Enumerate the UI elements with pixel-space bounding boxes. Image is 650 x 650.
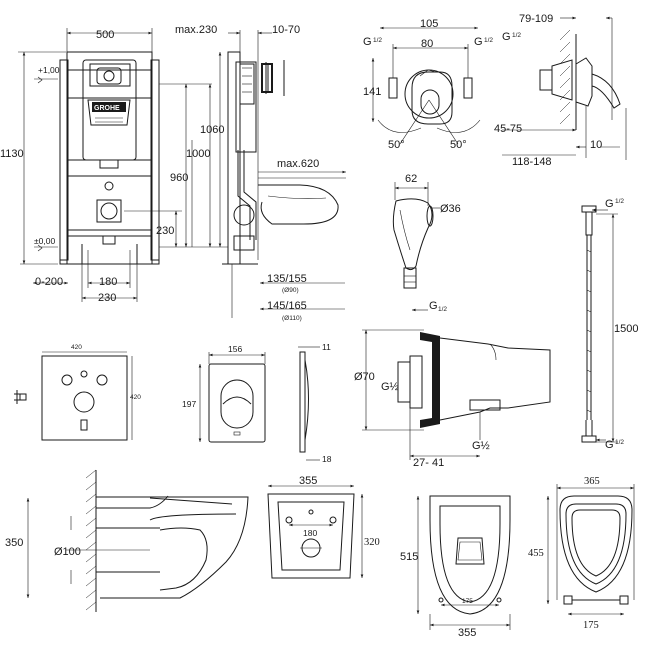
mat-height-420: 420 [130, 394, 141, 401]
bowl-plan-355: 355 [458, 627, 476, 639]
holder-range-27-41: 27- 41 [413, 457, 444, 469]
holder-d70: Ø70 [354, 371, 375, 383]
valve-g-right-frac: 1/2 [484, 37, 493, 44]
bowl-plan-175: 175 [462, 598, 473, 605]
level-plus-1: +1,00 [38, 65, 60, 75]
pipe-145-165: 145/165 [267, 300, 307, 312]
hose-g-bottom: G [605, 439, 614, 451]
mixer-valve-front: 105 80 G 1/2 G 1/2 141 50° 50° [363, 18, 493, 151]
plate-thickness-18: 18 [322, 454, 332, 464]
installation-frame-front: 500 GROHE +1,00 [0, 28, 228, 304]
frame-height-1130: 1130 [0, 148, 24, 160]
depth-max-620: max.620 [277, 158, 319, 170]
bowl-d100: Ø100 [54, 546, 81, 558]
side-range-79-109: 79-109 [519, 13, 553, 25]
seat-height-455: 455 [528, 548, 544, 559]
seat-hinge-175: 175 [583, 620, 599, 631]
shower-hose: G 1/2 1500 G 1/2 [581, 198, 638, 451]
frame-width-230: 230 [98, 292, 116, 304]
valve-width-105: 105 [420, 18, 438, 30]
valve-g-left: G [363, 36, 372, 48]
valve-height-141: 141 [363, 86, 381, 98]
frame-width-180: 180 [99, 276, 117, 288]
side-g-frac: 1/2 [512, 32, 521, 39]
grohe-logo: GROHE [94, 105, 120, 112]
frame-height-1000: 1000 [186, 148, 210, 160]
hose-g-top-frac: 1/2 [615, 198, 624, 205]
hose-g-bottom-frac: 1/2 [615, 439, 624, 446]
depth-max-230: max.230 [175, 24, 217, 36]
pipe-135-155: 135/155 [267, 273, 307, 285]
toilet-bowl-plan: 175 515 355 [400, 495, 511, 639]
wall-holder: Ø70 G½ G½ 27- 41 [354, 329, 551, 469]
valve-g-left-frac: 1/2 [373, 37, 382, 44]
pipe-d90: (Ø90) [282, 287, 299, 294]
frame-height-960: 960 [170, 172, 188, 184]
valve-width-80: 80 [421, 38, 433, 50]
acoustic-mat: 420 420 [14, 344, 141, 441]
installation-frame-side: max.230 10-70 max.620 135/155 (Ø90) 1 [175, 24, 346, 322]
side-g: G [502, 31, 511, 43]
toilet-bowl-back: 355 180 320 [267, 475, 380, 579]
bowl-back-spacing-180: 180 [303, 528, 317, 538]
bowl-height-350: 350 [5, 537, 23, 549]
side-range-45-75: 45-75 [494, 123, 522, 135]
toilet-bowl-side: Ø100 350 [5, 469, 249, 612]
plate-width-156: 156 [228, 344, 242, 354]
frame-range-0-200: 0-200 [35, 276, 63, 288]
depth-10-70: 10-70 [272, 24, 300, 36]
valve-angle-right: 50° [450, 139, 467, 151]
hose-length-1500: 1500 [614, 323, 638, 335]
sprayer-width-62: 62 [405, 173, 417, 185]
sprayer-g-frac: 1/2 [438, 306, 447, 313]
side-range-118-148: 118-148 [512, 156, 552, 168]
bowl-back-width-355: 355 [299, 475, 317, 487]
mixer-valve-side: 79-109 G 1/2 45-75 118-148 10 [494, 13, 627, 168]
holder-g-bottom: G½ [472, 440, 490, 452]
valve-angle-left: 50° [388, 139, 405, 151]
side-width-10: 10 [590, 139, 602, 151]
hand-sprayer: 62 Ø36 G 1/2 [392, 173, 461, 313]
valve-g-right: G [474, 36, 483, 48]
frame-height-1060: 1060 [200, 124, 224, 136]
flush-plate: 156 197 11 18 [182, 342, 332, 464]
toilet-seat: 365 175 455 [528, 476, 635, 631]
level-zero: ±0,00 [34, 236, 55, 246]
seat-width-365: 365 [584, 476, 600, 487]
holder-g-left: G½ [381, 381, 399, 393]
plate-thickness-11: 11 [322, 342, 331, 352]
frame-width-500: 500 [96, 29, 114, 41]
bowl-back-height-320: 320 [364, 537, 380, 548]
mat-width-420: 420 [71, 344, 82, 351]
bowl-plan-515: 515 [400, 551, 418, 563]
pipe-d110: (Ø110) [282, 315, 302, 322]
sprayer-d36: Ø36 [440, 203, 461, 215]
plate-height-197: 197 [182, 399, 196, 409]
sprayer-g: G [429, 300, 438, 312]
hose-g-top: G [605, 198, 614, 210]
outlet-height-230: 230 [156, 225, 174, 237]
